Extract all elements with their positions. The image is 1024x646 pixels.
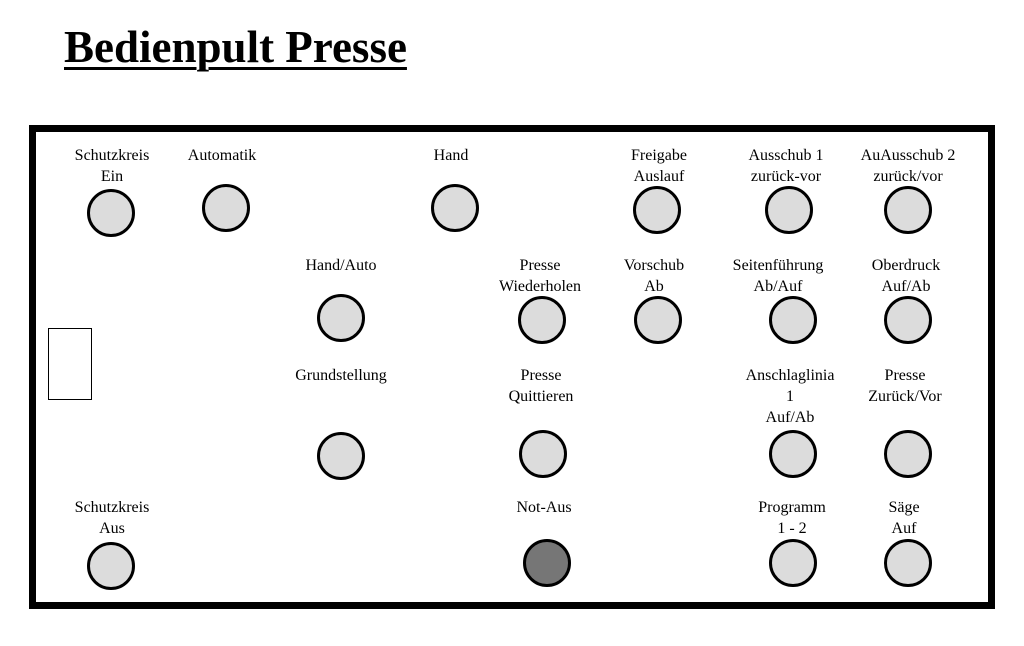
presse-zurueck-vor-button[interactable] xyxy=(884,430,932,478)
seitenfuehrung-button[interactable] xyxy=(769,296,817,344)
presse-wiederholen-label: Presse Wiederholen xyxy=(499,257,581,295)
presse-quittieren-button[interactable] xyxy=(519,430,567,478)
key-switch-slot xyxy=(48,328,92,400)
ausschub-2-label: AuAusschub 2 zurück/vor xyxy=(860,147,956,185)
page-title: Bedienpult Presse xyxy=(64,22,407,72)
ausschub-2-button[interactable] xyxy=(884,186,932,234)
saege-auf-button[interactable] xyxy=(884,539,932,587)
schutzkreis-aus-button[interactable] xyxy=(87,542,135,590)
hand-auto-button[interactable] xyxy=(317,294,365,342)
not-aus-label: Not-Aus xyxy=(516,499,572,516)
control-panel xyxy=(29,125,995,609)
anschlaglinie-label: Anschlaglinia 1 Auf/Ab xyxy=(745,367,835,426)
hand-button[interactable] xyxy=(431,184,479,232)
anschlaglinie-button[interactable] xyxy=(769,430,817,478)
hand-auto-label: Hand/Auto xyxy=(305,257,377,274)
automatik-label: Automatik xyxy=(187,147,257,164)
programm-label: Programm 1 - 2 xyxy=(758,499,826,537)
ausschub-1-label: Ausschub 1 zurück-vor xyxy=(748,147,824,185)
grundstellung-button[interactable] xyxy=(317,432,365,480)
schutzkreis-ein-button[interactable] xyxy=(87,189,135,237)
saege-auf-label: Säge Auf xyxy=(888,499,920,537)
presse-zurueck-vor-label: Presse Zurück/Vor xyxy=(868,367,942,405)
freigabe-auslauf-label: Freigabe Auslauf xyxy=(631,147,687,185)
ausschub-1-button[interactable] xyxy=(765,186,813,234)
schutzkreis-ein-label: Schutzkreis Ein xyxy=(74,147,150,185)
presse-quittieren-label: Presse Quittieren xyxy=(508,367,574,405)
vorschub-ab-button[interactable] xyxy=(634,296,682,344)
grundstellung-label: Grundstellung xyxy=(295,367,387,384)
automatik-button[interactable] xyxy=(202,184,250,232)
programm-button[interactable] xyxy=(769,539,817,587)
oberdruck-button[interactable] xyxy=(884,296,932,344)
freigabe-auslauf-button[interactable] xyxy=(633,186,681,234)
seitenfuehrung-label: Seitenführung Ab/Auf xyxy=(732,257,824,295)
oberdruck-label: Oberdruck Auf/Ab xyxy=(871,257,941,295)
vorschub-ab-label: Vorschub Ab xyxy=(623,257,685,295)
emergency-stop-button[interactable] xyxy=(523,539,571,587)
hand-label: Hand xyxy=(433,147,469,164)
schutzkreis-aus-label: Schutzkreis Aus xyxy=(74,499,150,537)
presse-wiederholen-button[interactable] xyxy=(518,296,566,344)
